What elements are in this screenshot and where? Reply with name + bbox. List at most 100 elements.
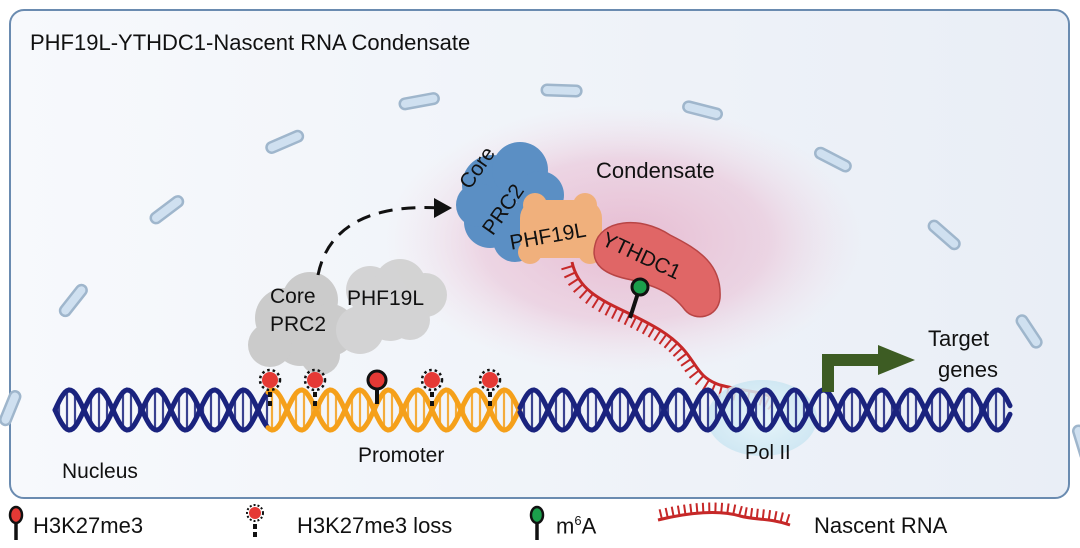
rna-base (676, 352, 688, 362)
free-core-label: Core (270, 285, 316, 308)
rna-base (585, 293, 594, 305)
recruitment-arrowhead (434, 198, 452, 218)
dna-strand (517, 387, 1013, 433)
nucleus-label: Nucleus (62, 460, 138, 483)
rna-base (761, 509, 765, 520)
bound-phf19l-blob (518, 193, 602, 264)
rna-base (647, 326, 656, 338)
envelope-segment-fill (543, 86, 581, 95)
rna-base (611, 307, 619, 319)
free-core-prc2-blob (248, 272, 356, 375)
h3k27me3-loss-mark (258, 368, 282, 406)
dna-strand (52, 387, 270, 433)
rna-base (695, 503, 699, 514)
free-phf19l-blob (336, 259, 447, 354)
envelope-segment-fill (1018, 316, 1041, 347)
recruitment-arrow (316, 206, 441, 276)
free-prc2-label: PRC2 (270, 313, 327, 336)
free-phf19l-label: PHF19L (347, 287, 425, 310)
rna-base (676, 505, 681, 516)
rna-base (680, 358, 692, 367)
dna-strand (517, 387, 1013, 433)
pol2-label: Pol II (745, 442, 791, 464)
rna-base (635, 319, 644, 332)
h3k27me3-loss-mark (478, 368, 502, 406)
rna-base (701, 379, 710, 391)
legend-h3k27me3-icon (8, 505, 24, 540)
rna-base (561, 264, 574, 271)
rna-base (604, 304, 612, 316)
rna-base (563, 271, 576, 279)
rna-base (694, 375, 705, 386)
envelope-segment-fill (267, 132, 302, 152)
legend-h3k27me3-loss-label: H3K27me3 loss (297, 513, 453, 538)
rna-base (684, 363, 696, 373)
envelope-segment-fill (400, 94, 438, 108)
rna-base (779, 512, 784, 523)
rna-base (663, 337, 673, 349)
rna-base (668, 342, 679, 353)
rna-base (629, 316, 638, 329)
envelope-segment-fill (684, 102, 721, 118)
target-label-line2: genes (938, 357, 998, 382)
rna-base (732, 504, 737, 515)
rna-base (755, 508, 759, 519)
rna-base (664, 507, 669, 518)
rna-base (767, 510, 772, 521)
rna-base (670, 506, 675, 517)
rna-base (773, 510, 778, 522)
condensate-label: Condensate (596, 158, 715, 183)
rna-base (598, 300, 606, 313)
target-gene-arrowhead (878, 345, 915, 375)
legend-nascent-rna-icon (657, 502, 791, 527)
rna-base (785, 513, 791, 525)
rna-base (749, 507, 754, 519)
dna-helix (52, 387, 1013, 433)
h3k27me3-loss-mark (420, 368, 444, 406)
envelope-segment-fill (816, 149, 850, 171)
target-gene-arrow (822, 354, 880, 392)
legend-nascent-rna-label: Nascent RNA (814, 513, 948, 538)
rna-base (567, 277, 580, 286)
legend-h3k27me3-loss-icon (246, 504, 264, 537)
rna-base (573, 283, 584, 293)
legend-h3k27me3-label: H3K27me3 (33, 513, 144, 538)
diagram-title: PHF19L-YTHDC1-Nascent RNA Condensate (30, 30, 471, 55)
rna-base (591, 297, 600, 309)
envelope-segment-fill (930, 222, 959, 248)
h3k27me3-loss-mark (303, 368, 327, 406)
pol2-blob (707, 380, 817, 456)
rna-base (641, 322, 650, 335)
rna-base (658, 333, 668, 345)
m6a-mark (628, 277, 650, 319)
rna-base (653, 329, 662, 342)
ythdc1-blob (593, 222, 721, 318)
rna-base (578, 288, 589, 299)
rna-base (738, 505, 743, 517)
rna-base (658, 509, 663, 520)
envelope-segment-fill (152, 197, 182, 222)
rna-base (672, 347, 683, 357)
histone-marks (258, 368, 502, 406)
rna-base (701, 502, 705, 513)
promoter-dna-strand (265, 387, 523, 433)
h3k27me3-mark (366, 369, 388, 404)
rna-base (689, 503, 693, 514)
free-prc2-complex (248, 259, 447, 375)
rna-base (683, 504, 687, 515)
rna-base (617, 310, 625, 323)
m6a-base: m (556, 513, 575, 539)
target-label-line1: Target (928, 326, 990, 351)
envelope-segment-fill (1, 392, 19, 424)
rna-base (688, 369, 700, 379)
promoter-dna-strand (265, 387, 523, 433)
envelope-segment-fill (61, 286, 86, 315)
promoter-label: Promoter (358, 444, 445, 467)
legend-m6a-icon (529, 505, 545, 540)
rna-base (726, 503, 730, 514)
rna-base (743, 507, 748, 518)
rna-base (720, 502, 724, 513)
dna-strand (52, 387, 270, 433)
m6a-superscript: 6 (574, 513, 582, 528)
